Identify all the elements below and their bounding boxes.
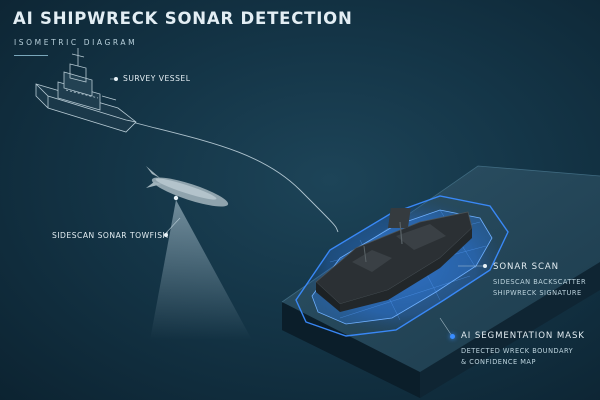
survey-vessel-label: SURVEY VESSEL <box>123 74 191 83</box>
shipwreck-illustration <box>315 208 473 312</box>
leader-lines <box>110 78 484 337</box>
segmentation-line2: & CONFIDENCE MAP <box>461 358 536 366</box>
segmentation-title: AI SEGMENTATION MASK <box>461 331 585 341</box>
sonar-scan-line1: SIDESCAN BACKSCATTER <box>493 278 587 286</box>
segmentation-line1: DETECTED WRECK BOUNDARY <box>461 347 574 355</box>
segmentation-marker <box>450 334 455 339</box>
title-divider <box>14 55 48 56</box>
towfish-label: SIDESCAN SONAR TOWFISH <box>52 231 169 240</box>
sonar-beam <box>150 200 252 340</box>
sonar-scan-line2: SHIPWRECK SIGNATURE <box>493 289 582 297</box>
sonar-scan-title: SONAR SCAN <box>493 262 559 272</box>
survey-vessel-marker <box>114 77 118 81</box>
tow-cable <box>131 121 339 233</box>
diagram-title: AI SHIPWRECK SONAR DETECTION <box>13 9 353 28</box>
towfish-marker <box>164 233 168 237</box>
towfish-illustration <box>146 166 229 207</box>
sonar-scan-marker <box>483 264 487 268</box>
survey-vessel-illustration <box>35 48 137 133</box>
diagram-subtitle: ISOMETRIC DIAGRAM <box>14 38 138 47</box>
